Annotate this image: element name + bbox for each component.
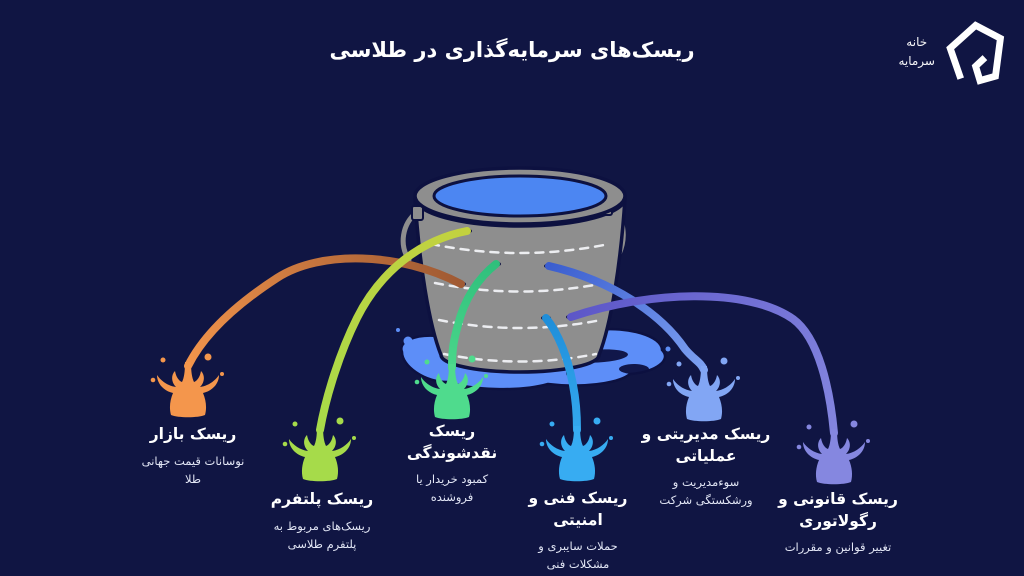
risk-title: ریسک قانونی و رگولاتوری (778, 490, 898, 530)
bucket-handle-tab-left (411, 205, 424, 221)
risk-title: ریسک مدیریتی و عملیاتی (641, 425, 771, 465)
splash-platform-icon (282, 417, 356, 482)
level-line-1 (429, 242, 611, 255)
puddle-droplet (396, 328, 400, 332)
stream-market (184, 254, 465, 370)
risk-description: نوسانات قیمت جهانی طلا (141, 453, 245, 486)
page-title: ریسک‌های سرمایه‌گذاری در طلاسی (329, 38, 695, 62)
risk-label-technical: ریسک فنی و امنیتی حملات سایبری و مشکلات … (508, 488, 648, 574)
stream-liquidity (448, 260, 500, 372)
logo-wordmark: خانه سرمایه (898, 33, 935, 70)
splash-legal-icon (796, 420, 870, 485)
puddle-droplet (665, 346, 671, 352)
stream-management (545, 262, 708, 374)
risk-label-market: ریسک بازار نوسانات قیمت جهانی طلا (118, 424, 268, 488)
level-line-2 (433, 281, 607, 293)
leak-streams (184, 227, 838, 437)
bucket (400, 166, 627, 374)
risk-description: حملات سایبری و مشکلات فنی (538, 539, 618, 572)
splash-technical-icon (539, 417, 613, 482)
risk-title: ریسک پلتفرم (270, 490, 374, 508)
risk-label-management: ریسک مدیریتی و عملیاتی سوءمدیریت و ورشکس… (626, 424, 786, 510)
splash-management-icon (666, 357, 740, 422)
risk-description: کمبود خریدار یا فروشنده (415, 472, 489, 505)
risk-label-liquidity: ریسک نقدشوندگی کمبود خریدار یا فروشنده (387, 421, 517, 507)
risk-description: سوءمدیریت و ورشکستگی شرکت (659, 475, 753, 508)
logo-wordmark-line2: سرمایه (898, 54, 935, 68)
risk-description: تغییر قوانین و مقررات (784, 540, 892, 555)
stream-technical (542, 314, 581, 434)
risk-label-legal: ریسک قانونی و رگولاتوری تغییر قوانین و م… (743, 489, 933, 557)
logo-wordmark-line1: خانه (906, 35, 928, 50)
puddle-droplet (403, 336, 413, 346)
risk-title: ریسک فنی و امنیتی (528, 489, 628, 529)
risk-description: ریسک‌های مربوط به پلتفرم طلاسی (273, 518, 371, 551)
bucket-water-surface (432, 174, 608, 218)
risk-title: ریسک بازار (149, 425, 237, 443)
level-line-4 (442, 352, 598, 363)
risk-title: ریسک نقدشوندگی (406, 422, 498, 462)
water-level-lines (429, 242, 611, 363)
bucket-body (413, 197, 627, 374)
stream-legal (567, 292, 838, 437)
splash-market-icon (150, 353, 224, 418)
stream-platform (316, 227, 471, 434)
puddle-dark-patch (619, 364, 649, 374)
risk-label-platform: ریسک پلتفرم ریسک‌های مربوط به پلتفرم طلا… (247, 489, 397, 553)
logo-house-icon (946, 21, 1005, 85)
brand-logo: خانه سرمایه (898, 18, 1006, 86)
